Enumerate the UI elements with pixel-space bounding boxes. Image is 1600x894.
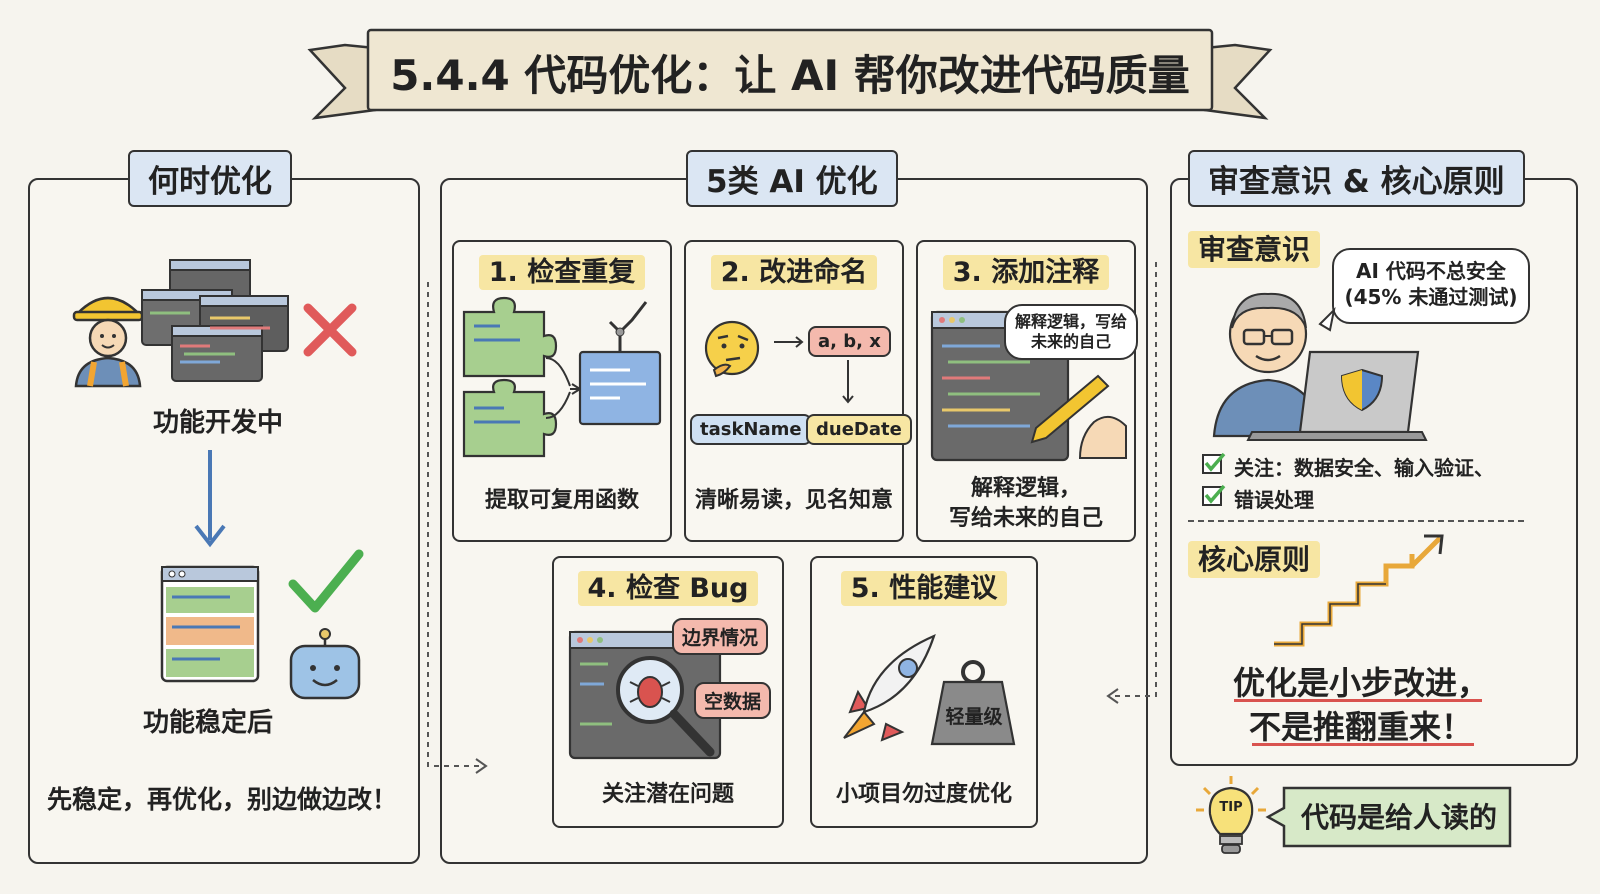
review-principles-heading: 审查意识 & 核心原则 xyxy=(1188,150,1525,207)
bug-magnifier-icon xyxy=(568,630,722,760)
down-arrow-icon xyxy=(194,450,226,548)
bubble-line: AI 代码不总安全 xyxy=(1356,259,1506,283)
empty-data-tag: 空数据 xyxy=(694,682,772,719)
checkbox-icon xyxy=(1202,452,1226,474)
clean-code-window-icon xyxy=(160,565,260,683)
card-title: 4. 检查 Bug xyxy=(577,571,759,606)
focus-item: 错误处理 xyxy=(1234,488,1314,512)
card-title: 2. 改进命名 xyxy=(710,255,878,290)
principle-underline xyxy=(1234,699,1482,702)
robot-icon xyxy=(289,628,361,700)
rocket-icon xyxy=(843,634,936,742)
bubble-line: (45% 未通过测试) xyxy=(1344,285,1518,309)
card-caption: 小项目勿过度优化 xyxy=(835,782,1012,807)
developer-icon xyxy=(72,296,144,388)
principle-line: 优化是小步改进， xyxy=(1232,664,1489,702)
focus-item: 关注：数据安全、输入验证、 xyxy=(1234,456,1494,480)
edge-case-tag: 边界情况 xyxy=(672,618,769,655)
title-ribbon xyxy=(307,28,1273,120)
page-title: 5.4.4 代码优化：让 AI 帮你改进代码质量 xyxy=(390,51,1190,100)
checkbox-icon xyxy=(1202,484,1226,506)
good-name-tag: dueDate xyxy=(806,414,912,445)
tip-text: 代码是给人读的 xyxy=(1300,801,1497,834)
principle-underline xyxy=(1252,743,1474,746)
card-title: 1. 检查重复 xyxy=(478,255,646,290)
card-caption: 解释逻辑， xyxy=(970,476,1081,501)
stage-stable-label: 功能稳定后 xyxy=(142,708,273,738)
reviewer-laptop-icon xyxy=(1212,292,1428,441)
card-title: 5. 性能建议 xyxy=(840,571,1008,606)
thinking-face-icon xyxy=(704,320,760,378)
tip-box-shape xyxy=(1265,786,1512,848)
good-name-tag: taskName xyxy=(690,414,812,445)
when-to-optimize-heading: 何时优化 xyxy=(128,150,292,207)
puzzle-piece-icon xyxy=(462,296,662,458)
card-improve-naming: 2. 改进命名 清晰易读，见名知意 xyxy=(684,240,904,542)
card-caption: 写给未来的自己 xyxy=(948,506,1103,531)
weight-icon xyxy=(930,660,1016,746)
stairs-arrow-icon xyxy=(1274,534,1444,647)
weight-label: 轻量级 xyxy=(945,706,1003,728)
bad-names-tag: a, b, x xyxy=(808,326,891,357)
safety-warning-bubble: AI 代码不总安全 (45% 未通过测试) xyxy=(1332,248,1530,324)
stage-developing-label: 功能开发中 xyxy=(152,408,283,438)
tip-icon-label: TIP xyxy=(1219,800,1243,815)
check-icon xyxy=(288,549,364,613)
card-caption: 清晰易读，见名知意 xyxy=(694,488,893,513)
review-awareness-heading: 审查意识 xyxy=(1188,228,1321,268)
core-principle-heading: 核心原则 xyxy=(1188,538,1321,578)
messy-code-windows-icon xyxy=(141,259,289,382)
section-divider xyxy=(1188,520,1524,522)
left-footer: 先稳定，再优化，别边做边改！ xyxy=(46,785,397,814)
card-title: 3. 添加注释 xyxy=(942,255,1110,290)
cross-icon xyxy=(303,303,357,357)
principle-line: 不是推翻重来！ xyxy=(1248,708,1473,746)
five-ai-optimizations-heading: 5类 AI 优化 xyxy=(686,150,898,207)
comment-bubble: 解释逻辑，写给未来的自己 xyxy=(1004,304,1138,360)
card-caption: 关注潜在问题 xyxy=(601,782,734,807)
lightbulb-icon xyxy=(1196,776,1266,854)
card-caption: 提取可复用函数 xyxy=(484,488,639,513)
